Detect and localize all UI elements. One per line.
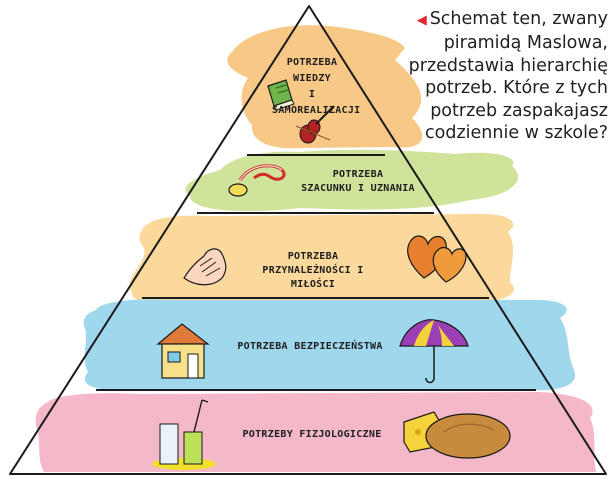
level-1-line-2: WIEDZY bbox=[293, 73, 331, 84]
pyramid-outline bbox=[9, 5, 607, 475]
house-icon bbox=[156, 323, 210, 379]
level-4-line-1: POTRZEBA BEZPIECZEŃSTWA bbox=[237, 341, 383, 352]
level-label-safety: POTRZEBA BEZPIECZEŃSTWA bbox=[235, 340, 385, 354]
medal-icon bbox=[228, 164, 286, 197]
bread-icon bbox=[425, 413, 511, 459]
caption: ◀Schemat ten, zwany piramidą Maslowa, pr… bbox=[366, 8, 608, 144]
level-5-line-1: POTRZEBY FIZJOLOGICZNE bbox=[242, 429, 382, 440]
level-label-physiological: POTRZEBY FIZJOLOGICZNE bbox=[242, 428, 382, 442]
umbrella-icon bbox=[399, 319, 469, 384]
caption-arrow-icon: ◀ bbox=[416, 13, 427, 28]
level-2-line-1: POTRZEBA bbox=[332, 169, 384, 180]
level-label-self-actualization: POTRZEBA WIEDZY I SAMOREALIZACJI bbox=[272, 55, 361, 119]
level-2-line-2: SZACUNKU I UZNANIA bbox=[301, 183, 415, 194]
level-label-esteem: POTRZEBA SZACUNKU I UZNANIA bbox=[298, 168, 418, 196]
handshake-icon bbox=[183, 248, 227, 286]
violin-icon bbox=[295, 105, 335, 144]
level-3-line-1: POTRZEBA bbox=[287, 251, 339, 262]
level-1-line-1: POTRZEBA bbox=[286, 57, 338, 68]
level-label-belonging: POTRZEBA PRZYNALEŻNOŚCI I MIŁOŚCI bbox=[238, 250, 388, 292]
level-1-line-4: SAMOREALIZACJI bbox=[272, 105, 361, 116]
level-1-line-3: I bbox=[308, 89, 316, 100]
hearts-icon bbox=[407, 235, 467, 283]
band-safety bbox=[83, 299, 576, 391]
level-3-line-2: PRZYNALEŻNOŚCI I MIŁOŚCI bbox=[262, 265, 364, 290]
caption-text: Schemat ten, zwany piramidą Maslowa, prz… bbox=[408, 9, 608, 144]
book-icon bbox=[267, 79, 295, 111]
drinks-icon bbox=[152, 399, 216, 470]
